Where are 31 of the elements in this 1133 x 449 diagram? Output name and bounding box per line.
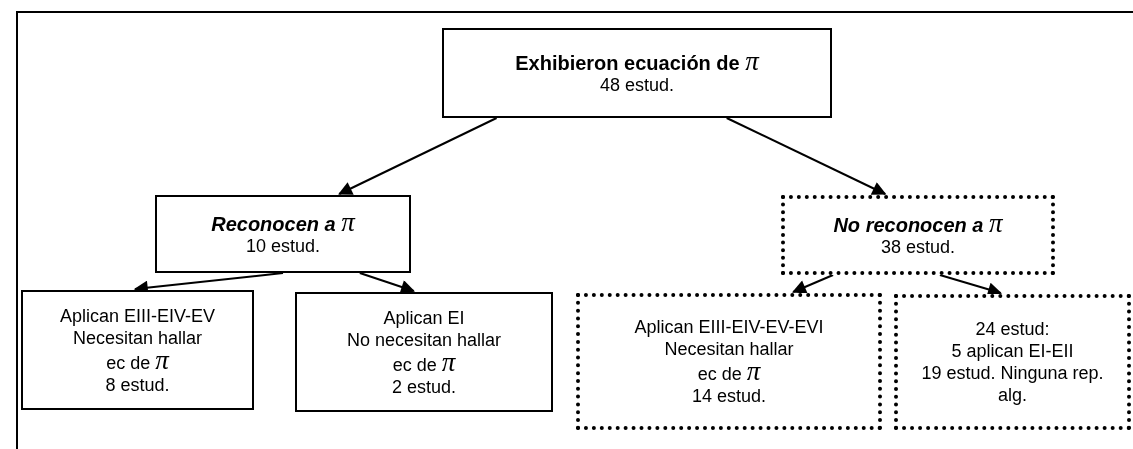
box-heading: Exhibieron ecuación de π — [515, 50, 759, 74]
process-box — [21, 290, 254, 410]
process-box — [442, 28, 832, 118]
arrow — [338, 117, 498, 195]
process-box — [295, 292, 553, 412]
box-text: 8 estud. — [105, 373, 170, 396]
dotted-box — [781, 195, 1055, 275]
dotted-box — [894, 294, 1131, 430]
box-text: Aplican EI — [383, 306, 465, 329]
arrow — [938, 274, 1002, 297]
box-text: 24 estud: — [975, 318, 1050, 340]
process-box — [155, 195, 411, 273]
box-text: No necesitan hallar — [346, 328, 502, 351]
box-text: ec de π — [106, 348, 169, 374]
box-text: 19 estud. Ninguna rep. alg. — [920, 362, 1105, 406]
box-text: Aplican EIII-EIV-EV-EVI — [634, 316, 824, 338]
box-text: 5 aplican EI-EII — [951, 340, 1074, 362]
box-text: 10 estud. — [245, 235, 321, 257]
box-heading: No reconocen a π — [833, 212, 1003, 236]
box-text: ec de π — [697, 360, 761, 385]
box-heading: Reconocen a π — [211, 211, 355, 235]
arrow — [725, 117, 887, 195]
box-text: 38 estud. — [880, 236, 956, 258]
box-text: Aplican EIII-EIV-EV — [59, 304, 216, 327]
box-text: ec de π — [392, 350, 456, 376]
box-text: Necesitan hallar — [664, 338, 794, 360]
box-text: 48 estud. — [599, 74, 675, 96]
dotted-box — [576, 293, 882, 430]
box-text: Necesitan hallar — [72, 326, 203, 349]
box-text: 2 estud. — [391, 375, 456, 398]
box-text: 14 estud. — [691, 385, 767, 407]
